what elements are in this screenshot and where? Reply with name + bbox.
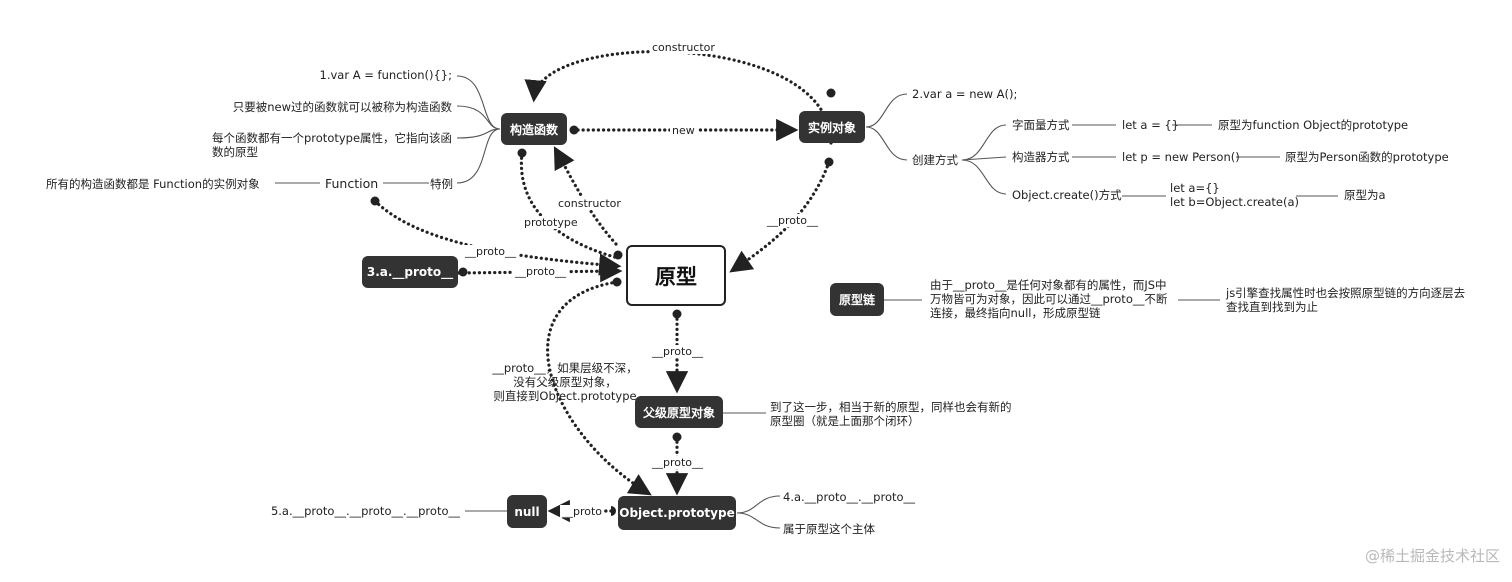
- node-object-prototype[interactable]: Object.prototype: [618, 496, 736, 530]
- note-prototype-attr-line2: 数的原型: [212, 145, 258, 159]
- note-ctor-way: 构造器方式: [1012, 150, 1070, 164]
- node-parent-prototype[interactable]: 父级原型对象: [635, 396, 723, 428]
- note-chain-result: js引擎查找属性时也会按照原型链的方向逐层去 查找直到找到为止: [1226, 286, 1465, 314]
- node-constructor-function[interactable]: 构造函数: [501, 113, 567, 145]
- note-create-code-line2: let b=Object.create(a): [1170, 195, 1300, 209]
- brace-constructor-notes: [456, 75, 501, 184]
- note-obj-proto-main: 属于原型这个主体: [783, 522, 875, 536]
- note-create-code: let a={} let b=Object.create(a): [1170, 181, 1299, 209]
- note-function-word: Function: [325, 176, 379, 191]
- note-special-case: 特例: [430, 177, 453, 191]
- note-function-desc: 所有的构造函数都是 Function的实例对象: [46, 177, 260, 191]
- node-a-proto[interactable]: 3.a.__proto__: [362, 256, 458, 288]
- note-var-a-new: 2.var a = new A();: [912, 87, 1018, 101]
- edge-label-new: new: [670, 124, 697, 137]
- edge-label-parent-to-objproto: __proto__: [650, 456, 706, 469]
- note-ctor-code: let p = new Person(): [1122, 150, 1240, 164]
- node-instance-object[interactable]: 实例对象: [799, 111, 865, 143]
- edge-label-constructor-back: constructor: [556, 197, 623, 210]
- note-create-result: 原型为a: [1344, 188, 1386, 202]
- edge-label-instance-proto: __proto__: [765, 214, 821, 227]
- note-chain-desc: 由于__proto__是任何对象都有的属性，而JS中 万物皆可为对象，因此可以通…: [930, 278, 1167, 320]
- edge-label-constructor-top: constructor: [650, 41, 717, 54]
- note-parent-proto-line1: 到了这一步，相当于新的原型，同样也会有新的: [770, 400, 1012, 414]
- note-chain-desc-line1: 由于__proto__是任何对象都有的属性，而JS中: [930, 278, 1167, 292]
- note-skip-parent-line1: __proto__，如果层级不深，: [492, 361, 638, 375]
- note-parent-proto: 到了这一步，相当于新的原型，同样也会有新的 原型圈（就是上面那个闭环）: [770, 400, 1012, 428]
- note-parent-proto-line2: 原型圈（就是上面那个闭环）: [770, 414, 920, 428]
- edge-skip-to-objproto: [546, 280, 652, 496]
- note-chain-desc-line2: 万物皆可为对象，因此可以通过__proto__不断: [930, 292, 1168, 306]
- edge-prototype: [519, 151, 620, 260]
- note-skip-parent-line2: 没有父级原型对象，: [513, 375, 617, 389]
- note-obj-proto-chain: 4.a.__proto__.__proto__: [783, 490, 916, 504]
- edge-label-root-to-parent: __proto__: [650, 345, 706, 358]
- note-new-function: 只要被new过的函数就可以被称为构造函数: [232, 100, 452, 114]
- note-prototype-attr: 每个函数都有一个prototype属性，它指向该函 数的原型: [212, 131, 452, 159]
- note-null-chain: 5.a.__proto__.__proto__.__proto__: [270, 504, 460, 518]
- root-node-prototype[interactable]: 原型: [626, 245, 726, 306]
- note-prototype-attr-line1: 每个函数都有一个prototype属性，它指向该函: [212, 131, 453, 145]
- note-skip-parent: __proto__，如果层级不深， 没有父级原型对象， 则直接到Object.p…: [490, 361, 640, 403]
- edge-label-a-proto: __proto__: [513, 265, 569, 278]
- edge-label-fn-proto: __proto__: [463, 245, 519, 258]
- note-chain-result-line1: js引擎查找属性时也会按照原型链的方向逐层去: [1226, 286, 1466, 300]
- node-proto-chain[interactable]: 原型链: [830, 283, 884, 316]
- note-chain-desc-line3: 连接，最终指向null，形成原型链: [930, 306, 1101, 320]
- note-literal-result: 原型为function Object的prototype: [1218, 118, 1409, 132]
- edge-label-objproto-to-null: __proto: [560, 505, 605, 518]
- note-var-a-function: 1.var A = function(){};: [319, 68, 452, 82]
- note-skip-parent-line3: 则直接到Object.prototype: [493, 389, 637, 403]
- watermark: @稀土掘金技术社区: [1364, 547, 1500, 565]
- note-create-way: Object.create()方式: [1012, 188, 1122, 202]
- edge-a-proto: [457, 260, 623, 283]
- note-literal-code: let a = {}: [1122, 118, 1180, 132]
- edge-label-prototype: prototype: [522, 216, 580, 229]
- brace-instance-notes: [865, 93, 908, 161]
- note-create-code-line1: let a={}: [1170, 181, 1220, 195]
- note-chain-result-line2: 查找直到找到为止: [1226, 300, 1318, 314]
- brace-obj-notes: [736, 495, 781, 529]
- note-ctor-result: 原型为Person函数的prototype: [1285, 150, 1449, 164]
- note-create-ways: 创建方式: [912, 153, 958, 167]
- note-literal: 字面量方式: [1012, 118, 1070, 132]
- node-null[interactable]: null: [507, 495, 547, 528]
